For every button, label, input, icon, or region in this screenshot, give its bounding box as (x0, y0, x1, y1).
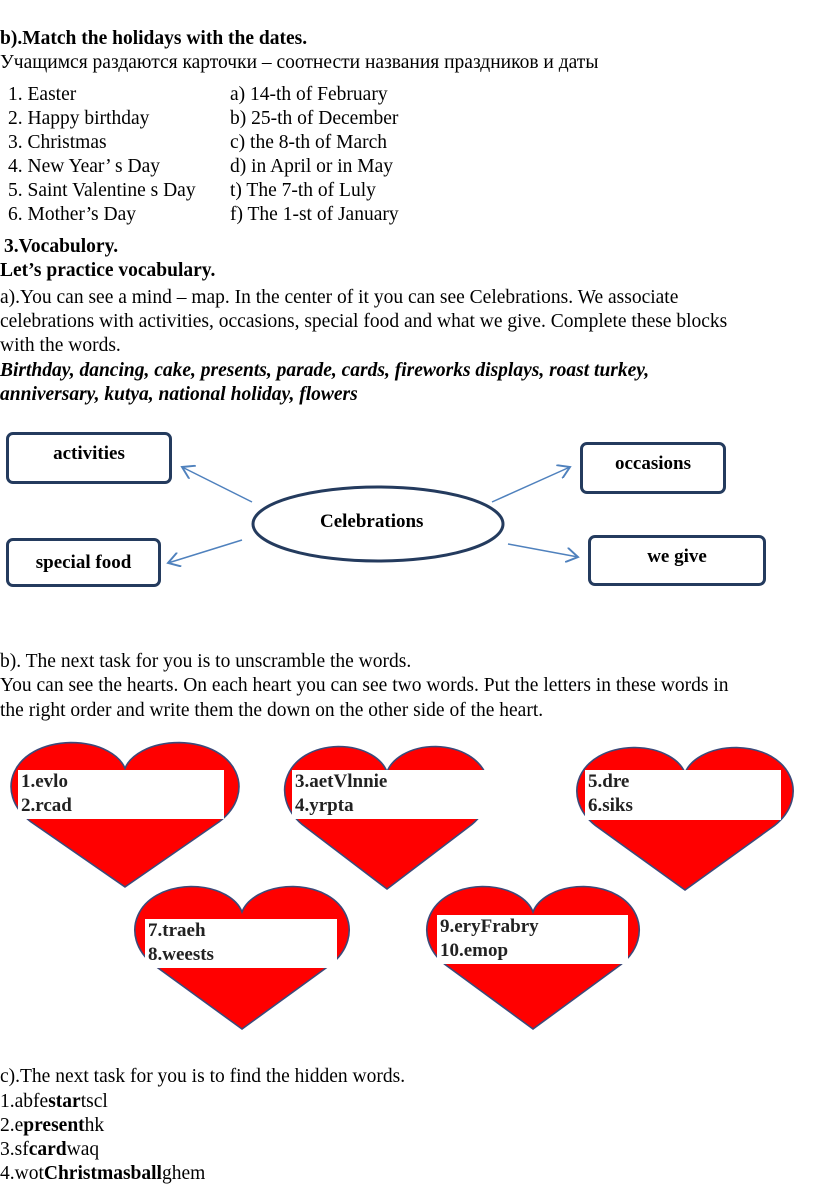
scrambled-word: 4.yrpta (295, 795, 354, 816)
task-c-heading: c).The next task for you is to find the … (0, 1066, 406, 1087)
scrambled-word: 6.siks (588, 795, 633, 816)
we-give-label: we give (647, 546, 707, 567)
word-list: anniversary, kutya, national holiday, fl… (0, 384, 358, 405)
holiday-item: 3. Christmas (8, 132, 107, 153)
occasions-box: occasions (580, 442, 726, 494)
arrow-to-occasions (491, 467, 570, 503)
date-item: b) 25-th of December (230, 108, 399, 129)
letters: 4.wot (0, 1163, 44, 1184)
date-item: t) The 7-th of Luly (230, 180, 376, 201)
holiday-item: 6. Mother’s Day (8, 204, 136, 225)
hidden-word: star (48, 1091, 81, 1112)
arrow-to-we-give (507, 543, 578, 557)
task-a-text: with the words. (0, 335, 121, 356)
activities-label: activities (53, 443, 125, 464)
task-a-text: celebrations with activities, occasions,… (0, 311, 728, 332)
occasions-label: occasions (615, 453, 691, 474)
holiday-item: 1. Easter (8, 84, 77, 105)
task-b-text: b). The next task for you is to unscramb… (0, 651, 412, 672)
mind-map-connectors (0, 420, 816, 600)
scrambled-word: 1.evlo (21, 771, 68, 792)
word-list: Birthday, dancing, cake, presents, parad… (0, 360, 650, 381)
task-b-text: the right order and write them the down … (0, 700, 544, 721)
vocab-subheading: Let’s practice vocabulary. (0, 260, 216, 281)
holiday-item: 2. Happy birthday (8, 108, 150, 129)
task-a-text: a).You can see a mind – map. In the cent… (0, 287, 679, 308)
letters: 3.sf (0, 1139, 29, 1160)
holiday-item: 4. New Year’ s Day (8, 156, 161, 177)
hidden-word: present (23, 1115, 85, 1136)
activities-box: activities (6, 432, 172, 484)
special-food-label: special food (35, 552, 132, 573)
hidden-word: Christmasball (43, 1163, 162, 1184)
date-item: d) in April or in May (230, 156, 394, 177)
date-item: a) 14-th of February (230, 84, 388, 105)
match-subtitle: Учащимся раздаются карточки – соотнести … (0, 52, 599, 73)
scrambled-word: 7.traeh (148, 920, 206, 941)
letters: tscl (80, 1091, 108, 1112)
scrambled-word: 2.rcad (21, 795, 72, 816)
heart-words-box: 9.eryFrabry 10.emop (437, 915, 628, 964)
date-item: f) The 1-st of January (230, 204, 399, 225)
scrambled-word: 9.eryFrabry (440, 916, 539, 937)
vocab-heading: 3.Vocabulory. (4, 236, 119, 257)
hidden-word-item: 1.abfestartscl (0, 1090, 108, 1114)
mind-map-center: Celebrations (320, 511, 424, 532)
we-give-box: we give (588, 535, 766, 586)
letters: 2.e (0, 1115, 24, 1136)
arrow-to-special-food (168, 539, 243, 563)
scrambled-word: 8.weests (148, 944, 214, 965)
hidden-word-item: 3.sfcardwaq (0, 1138, 99, 1162)
heart-words-box: 3.aetVlnnie 4.yrpta (292, 770, 493, 819)
holiday-item: 5. Saint Valentine s Day (8, 180, 196, 201)
letters: 1.abfe (0, 1091, 49, 1112)
center-ellipse (251, 485, 505, 563)
heart-words-box: 1.evlo 2.rcad (18, 770, 224, 819)
scrambled-word: 5.dre (588, 771, 630, 792)
scrambled-word: 10.emop (440, 940, 509, 961)
heart-words-box: 7.traeh 8.weests (145, 919, 337, 968)
arrow-to-activities (182, 467, 253, 503)
match-heading: b).Match the holidays with the dates. (0, 28, 308, 49)
letters: hk (84, 1115, 105, 1136)
letters: ghem (161, 1163, 206, 1184)
date-item: c) the 8-th of March (230, 132, 388, 153)
hidden-word: card (28, 1139, 67, 1160)
scrambled-word: 3.aetVlnnie (295, 771, 388, 792)
task-b-text: You can see the hearts. On each heart yo… (0, 675, 729, 696)
hidden-word-item: 2.epresenthk (0, 1114, 104, 1138)
hidden-word-item: 4.wotChristmasballghem (0, 1162, 205, 1186)
special-food-box: special food (6, 538, 161, 587)
letters: waq (66, 1139, 100, 1160)
heart-words-box: 5.dre 6.siks (585, 770, 781, 820)
